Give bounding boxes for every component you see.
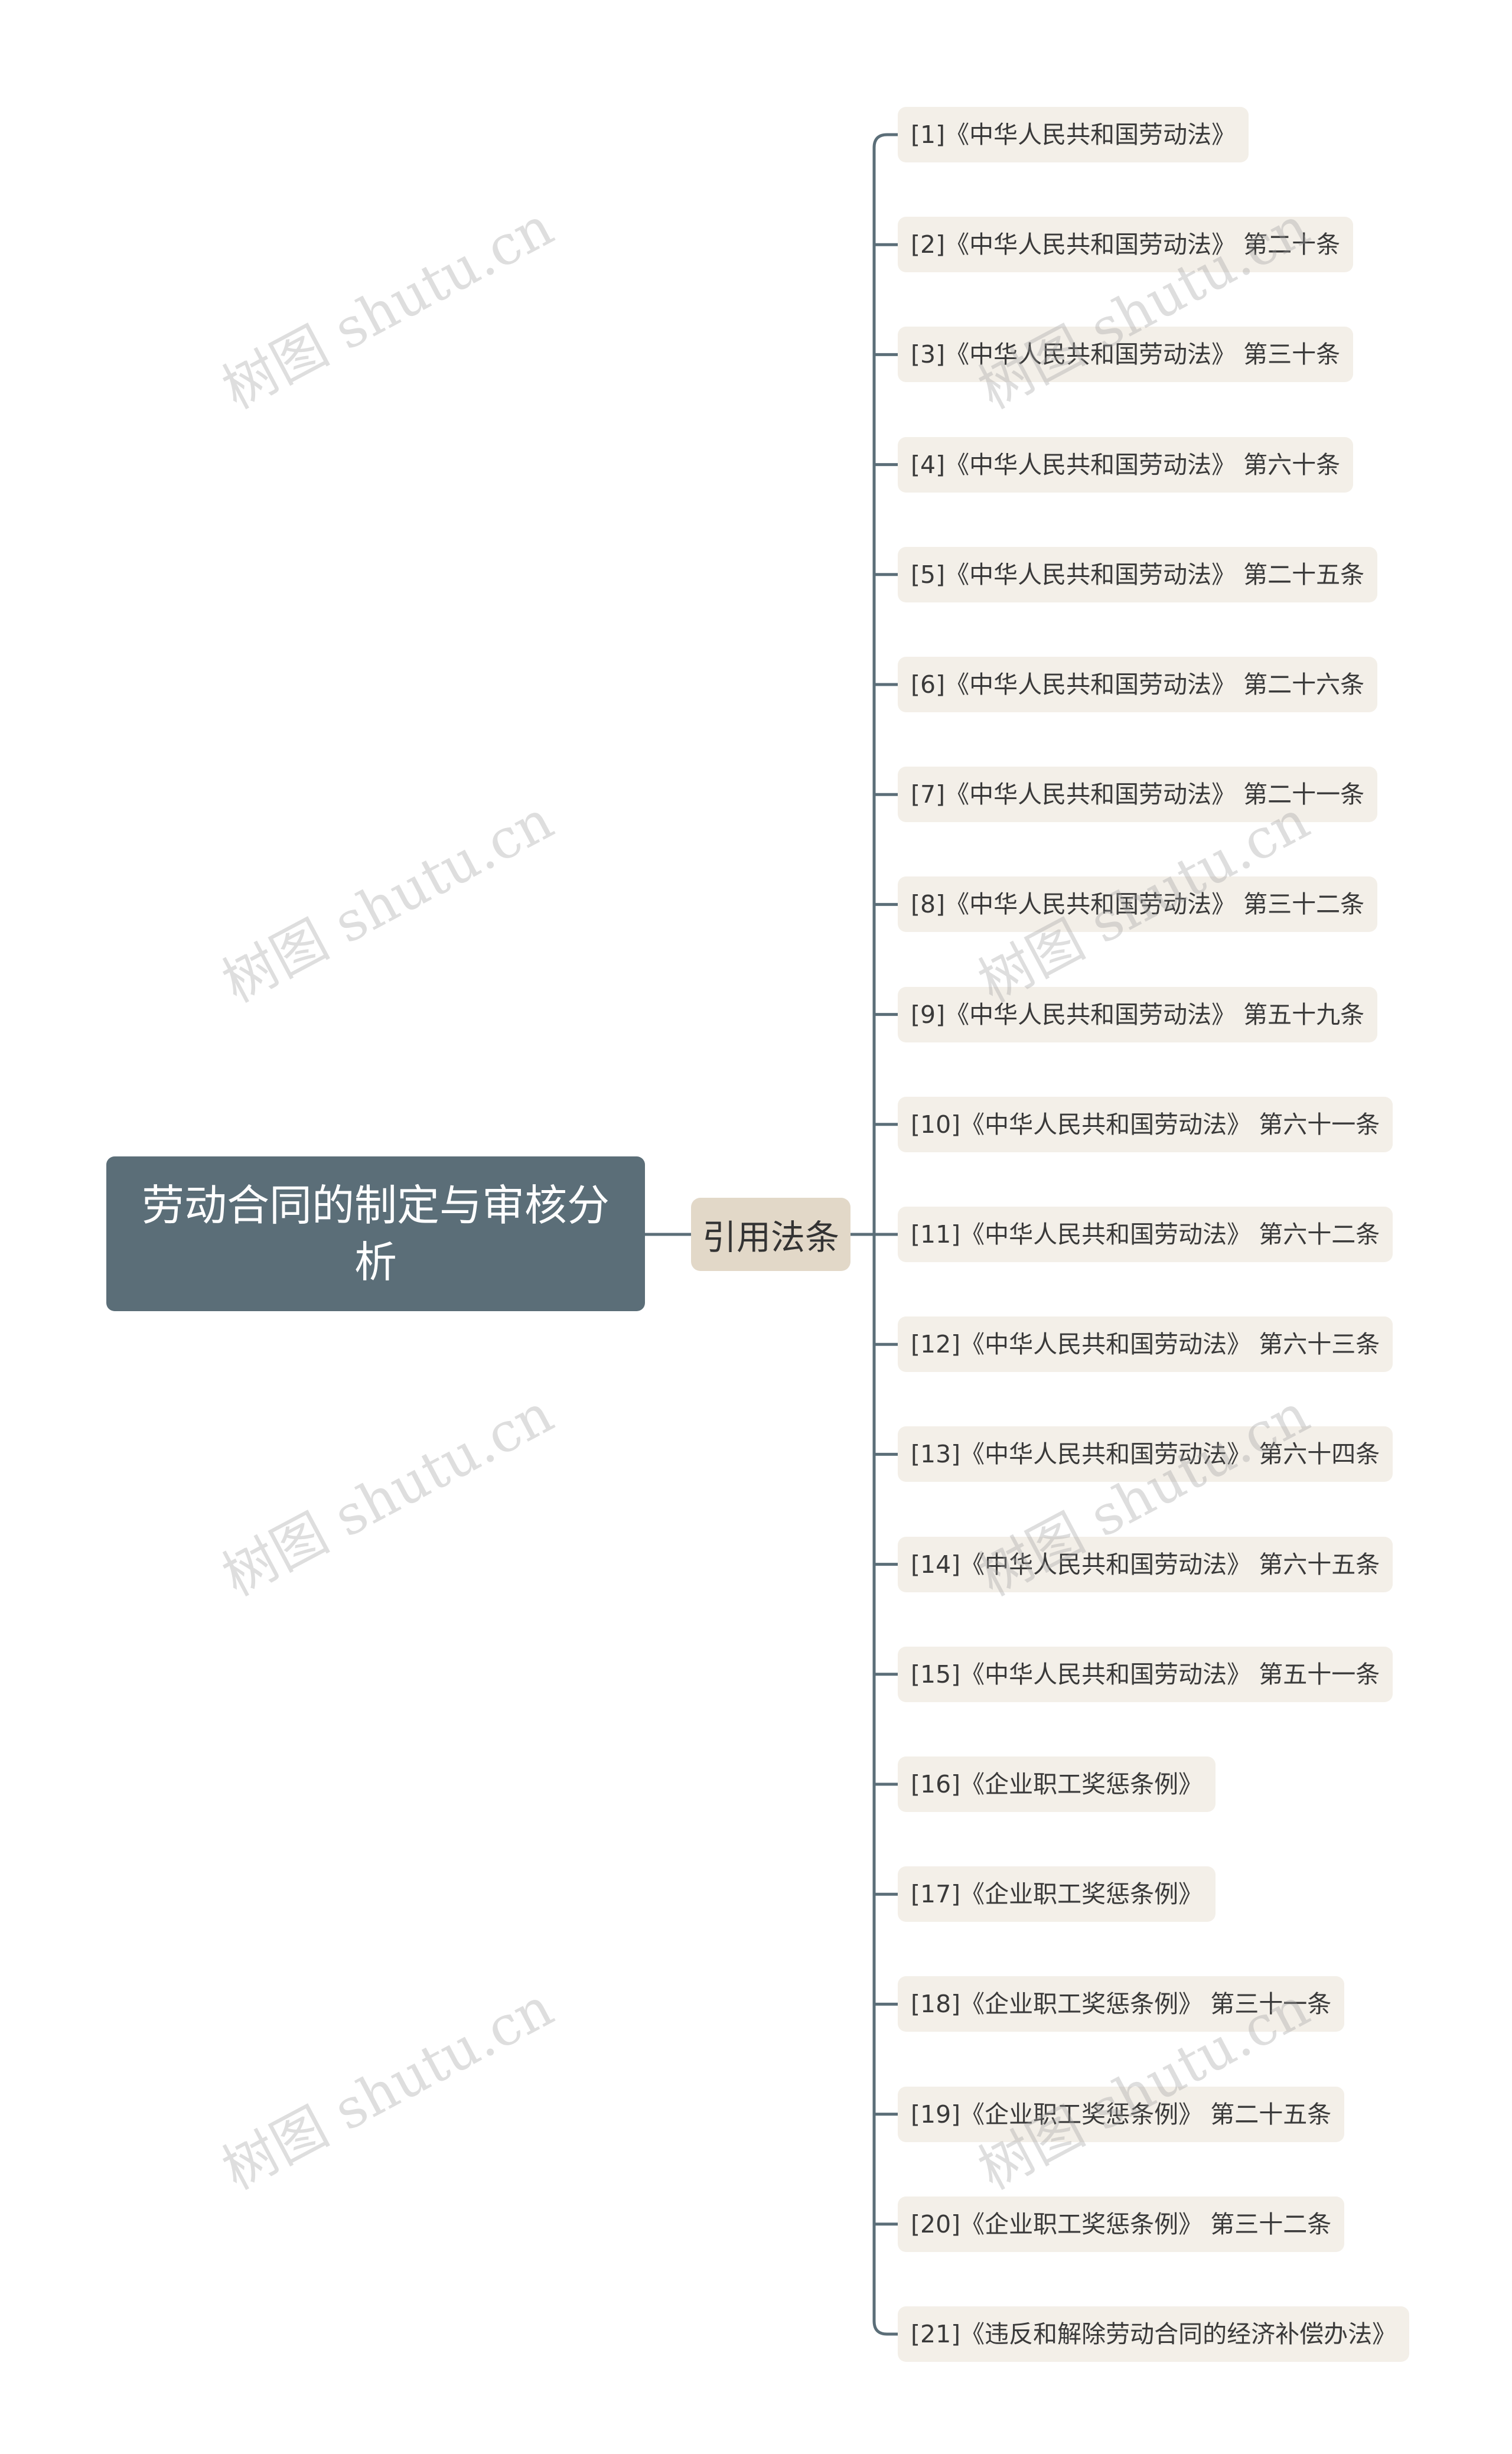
leaf-node-15[interactable]: [15]《中华人民共和国劳动法》 第五十一条: [898, 1646, 1393, 1702]
leaf-node-label: [11]《中华人民共和国劳动法》 第六十二条: [911, 1220, 1380, 1249]
leaf-node-label: [20]《企业职工奖惩条例》 第三十二条: [911, 2209, 1332, 2238]
root-node[interactable]: 劳动合同的制定与审核分析: [106, 1156, 645, 1311]
leaf-node-16[interactable]: [16]《企业职工奖惩条例》: [898, 1756, 1216, 1812]
leaf-node-label: [4]《中华人民共和国劳动法》 第六十条: [911, 450, 1341, 479]
watermark-5: 树图 shutu.cn: [212, 1381, 563, 1609]
leaf-node-20[interactable]: [20]《企业职工奖惩条例》 第三十二条: [898, 2196, 1345, 2252]
leaf-node-19[interactable]: [19]《企业职工奖惩条例》 第二十五条: [898, 2086, 1345, 2142]
root-node-label: 劳动合同的制定与审核分析: [141, 1181, 610, 1287]
leaf-node-label: [6]《中华人民共和国劳动法》 第二十六条: [911, 670, 1365, 699]
leaf-node-label: [7]《中华人民共和国劳动法》 第二十一条: [911, 780, 1365, 809]
watermark-7: 树图 shutu.cn: [212, 1975, 563, 2202]
leaf-node-label: [2]《中华人民共和国劳动法》 第二十条: [911, 230, 1341, 259]
leaf-node-11[interactable]: [11]《中华人民共和国劳动法》 第六十二条: [898, 1207, 1393, 1262]
leaf-node-2[interactable]: [2]《中华人民共和国劳动法》 第二十条: [898, 217, 1354, 273]
watermark-1: 树图 shutu.cn: [212, 194, 563, 422]
leaf-node-3[interactable]: [3]《中华人民共和国劳动法》 第三十条: [898, 327, 1354, 383]
leaf-node-6[interactable]: [6]《中华人民共和国劳动法》 第二十六条: [898, 657, 1378, 712]
leaf-node-label: [5]《中华人民共和国劳动法》 第二十五条: [911, 560, 1365, 589]
branch-node-label: 引用法条: [702, 1217, 839, 1257]
leaf-node-18[interactable]: [18]《企业职工奖惩条例》 第三十一条: [898, 1976, 1345, 2032]
watermark-3: 树图 shutu.cn: [212, 788, 563, 1015]
leaf-node-21[interactable]: [21]《违反和解除劳动合同的经济补偿办法》: [898, 2306, 1410, 2362]
leaf-node-1[interactable]: [1]《中华人民共和国劳动法》: [898, 107, 1249, 162]
leaf-node-17[interactable]: [17]《企业职工奖惩条例》: [898, 1866, 1216, 1922]
branch-node-cited-laws[interactable]: 引用法条: [691, 1198, 850, 1271]
leaf-node-label: [19]《企业职工奖惩条例》 第二十五条: [911, 2100, 1332, 2129]
leaf-node-label: [16]《企业职工奖惩条例》: [911, 1770, 1203, 1798]
leaf-node-12[interactable]: [12]《中华人民共和国劳动法》 第六十三条: [898, 1316, 1393, 1373]
leaf-node-label: [14]《中华人民共和国劳动法》 第六十五条: [911, 1550, 1380, 1579]
leaf-node-5[interactable]: [5]《中华人民共和国劳动法》 第二十五条: [898, 546, 1378, 602]
leaf-node-10[interactable]: [10]《中华人民共和国劳动法》 第六十一条: [898, 1096, 1393, 1152]
leaf-node-4[interactable]: [4]《中华人民共和国劳动法》 第六十条: [898, 436, 1354, 493]
leaf-node-label: [9]《中华人民共和国劳动法》 第五十九条: [911, 1000, 1365, 1029]
connector-leaf-1: [872, 133, 900, 149]
connector-leaf-21: [872, 2319, 900, 2336]
leaf-node-label: [15]《中华人民共和国劳动法》 第五十一条: [911, 1660, 1380, 1689]
leaf-node-label: [1]《中华人民共和国劳动法》: [911, 120, 1236, 149]
leaf-node-7[interactable]: [7]《中华人民共和国劳动法》 第二十一条: [898, 767, 1378, 823]
leaf-node-label: [3]《中华人民共和国劳动法》 第三十条: [911, 340, 1341, 369]
leaf-node-label: [10]《中华人民共和国劳动法》 第六十一条: [911, 1110, 1380, 1139]
leaf-node-13[interactable]: [13]《中华人民共和国劳动法》 第六十四条: [898, 1426, 1393, 1482]
leaf-node-label: [13]《中华人民共和国劳动法》 第六十四条: [911, 1440, 1380, 1469]
leaf-node-9[interactable]: [9]《中华人民共和国劳动法》 第五十九条: [898, 986, 1378, 1042]
leaf-node-14[interactable]: [14]《中华人民共和国劳动法》 第六十五条: [898, 1536, 1393, 1592]
leaf-node-label: [18]《企业职工奖惩条例》 第三十一条: [911, 1990, 1332, 2019]
leaf-node-label: [12]《中华人民共和国劳动法》 第六十三条: [911, 1330, 1380, 1359]
leaf-node-label: [21]《违反和解除劳动合同的经济补偿办法》: [911, 2320, 1397, 2348]
leaf-node-8[interactable]: [8]《中华人民共和国劳动法》 第三十二条: [898, 876, 1378, 933]
leaf-node-label: [8]《中华人民共和国劳动法》 第三十二条: [911, 890, 1365, 919]
leaf-node-label: [17]《企业职工奖惩条例》: [911, 1880, 1203, 1909]
